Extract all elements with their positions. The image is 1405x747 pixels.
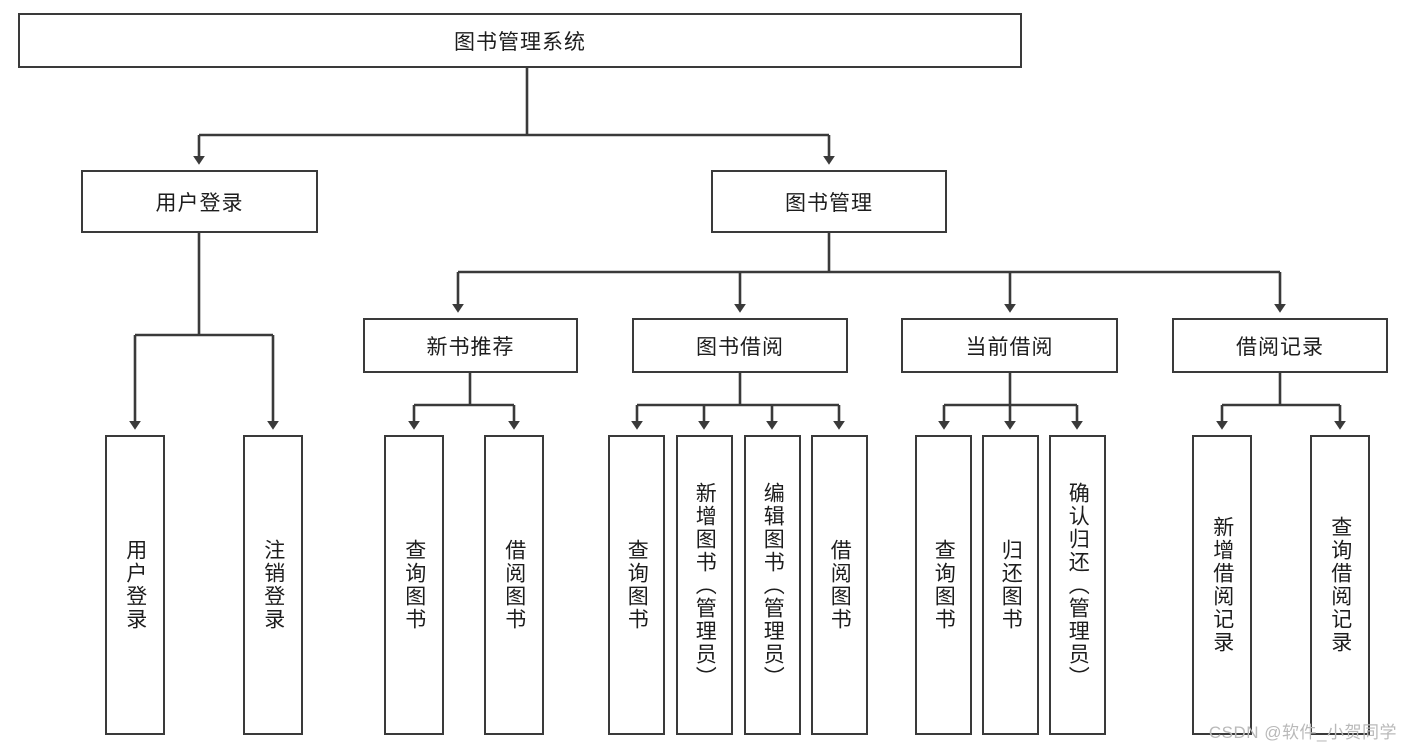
node-book-borrow[interactable]: 图书借阅: [632, 318, 848, 373]
node-label: 用户登录: [123, 539, 147, 631]
node-label: 编辑图书（管理员）: [761, 481, 785, 689]
node-root-system[interactable]: 图书管理系统: [18, 13, 1022, 68]
leaf-add-borrow-record[interactable]: 新增借阅记录: [1192, 435, 1252, 735]
node-label: 查询借阅记录: [1328, 516, 1352, 654]
node-label: 查询图书: [932, 539, 956, 631]
node-label: 新书推荐: [426, 335, 515, 359]
node-borrow-record[interactable]: 借阅记录: [1172, 318, 1388, 373]
node-label: 借阅图书: [828, 539, 852, 631]
leaf-return-book[interactable]: 归还图书: [982, 435, 1039, 735]
leaf-query-book-new[interactable]: 查询图书: [384, 435, 444, 735]
leaf-query-borrow-record[interactable]: 查询借阅记录: [1310, 435, 1370, 735]
leaf-add-book-admin[interactable]: 新增图书（管理员）: [676, 435, 733, 735]
leaf-confirm-return-admin[interactable]: 确认归还（管理员）: [1049, 435, 1106, 735]
node-label: 新增图书（管理员）: [693, 481, 717, 689]
leaf-borrow-book-new[interactable]: 借阅图书: [484, 435, 544, 735]
node-book-management[interactable]: 图书管理: [711, 170, 947, 233]
node-label: 用户登录: [155, 191, 244, 215]
node-label: 图书借阅: [696, 335, 784, 359]
node-label: 借阅记录: [1236, 335, 1324, 359]
leaf-edit-book-admin[interactable]: 编辑图书（管理员）: [744, 435, 801, 735]
node-label: 图书管理: [785, 191, 873, 215]
node-label: 图书管理系统: [454, 30, 586, 54]
node-label: 归还图书: [999, 539, 1023, 631]
node-label: 注销登录: [261, 539, 285, 631]
node-user-login[interactable]: 用户登录: [81, 170, 318, 233]
leaf-borrow-book[interactable]: 借阅图书: [811, 435, 868, 735]
node-label: 新增借阅记录: [1210, 516, 1234, 654]
node-label: 确认归还（管理员）: [1066, 481, 1090, 689]
node-label: 当前借阅: [965, 335, 1054, 359]
leaf-query-book-current[interactable]: 查询图书: [915, 435, 972, 735]
node-current-borrow[interactable]: 当前借阅: [901, 318, 1118, 373]
node-label: 查询图书: [402, 539, 426, 631]
leaf-user-login[interactable]: 用户登录: [105, 435, 165, 735]
leaf-query-book-borrow[interactable]: 查询图书: [608, 435, 665, 735]
node-new-book-recommend[interactable]: 新书推荐: [363, 318, 578, 373]
node-label: 查询图书: [625, 539, 649, 631]
node-label: 借阅图书: [502, 539, 526, 631]
leaf-logout[interactable]: 注销登录: [243, 435, 303, 735]
